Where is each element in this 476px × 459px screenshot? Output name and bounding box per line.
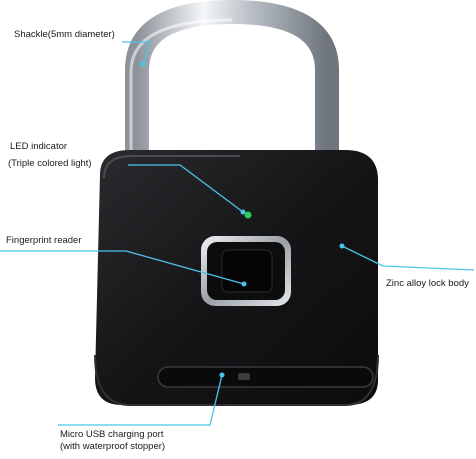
callout-led-title: LED indicator bbox=[10, 141, 68, 152]
fingerprint-reader bbox=[201, 236, 291, 306]
callout-zinc-alloy: Zinc alloy lock body bbox=[386, 278, 469, 289]
usb-port bbox=[157, 366, 374, 388]
led-light bbox=[244, 211, 252, 219]
callout-usb-line2: (with waterproof stopper) bbox=[60, 441, 166, 452]
callout-shackle: Shackle(5mm diameter) bbox=[14, 29, 115, 40]
callout-fingerprint: Fingerprint reader bbox=[6, 235, 82, 246]
callout-lines bbox=[0, 41, 475, 426]
callout-led-subtitle: (Triple colored light) bbox=[8, 158, 92, 169]
callout-dots bbox=[140, 61, 345, 378]
callout-usb-line1: Micro USB charging port bbox=[60, 429, 164, 440]
shackle bbox=[125, 0, 339, 160]
